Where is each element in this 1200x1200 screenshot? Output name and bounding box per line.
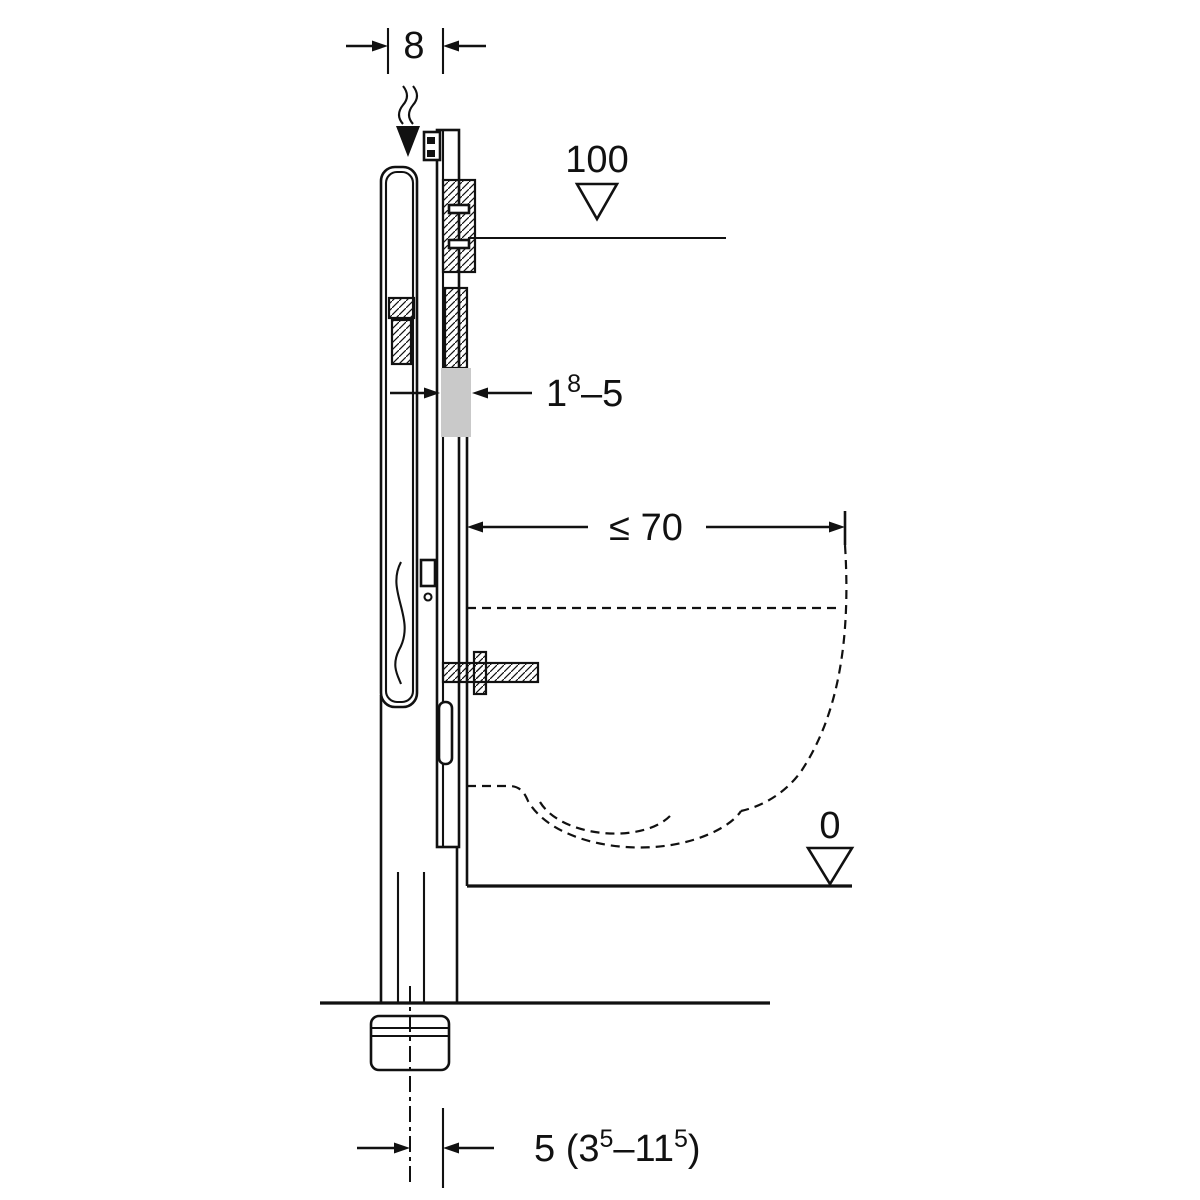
wall-seal xyxy=(441,368,471,437)
level-100-label: 100 xyxy=(565,139,628,181)
frame-foot xyxy=(320,695,770,1186)
dim-depth-label: ≤ 70 xyxy=(609,507,683,549)
level-marker-0: 0 xyxy=(467,805,855,888)
fixation-rod xyxy=(441,650,540,696)
arrowhead-left-icon xyxy=(443,40,459,52)
arrowhead-right-icon xyxy=(394,1142,410,1154)
dim-seal-label: 18–5 xyxy=(546,370,623,415)
level-triangle-icon xyxy=(805,846,855,887)
arrowhead-left-icon xyxy=(472,387,488,399)
arrowhead-right-icon xyxy=(424,387,440,399)
concealed-cistern xyxy=(379,165,419,709)
arrowhead-right-icon xyxy=(829,521,845,533)
dim-depth-70: ≤ 70 xyxy=(467,507,847,549)
flush-hose xyxy=(394,561,406,685)
upper-seal-strip xyxy=(443,286,469,370)
wall-bracket xyxy=(441,178,477,274)
arrowhead-left-icon xyxy=(443,1142,459,1154)
dim-bottom-label: 5 (35–115) xyxy=(534,1125,701,1170)
level-triangle-icon xyxy=(574,182,620,222)
arrowhead-left-icon xyxy=(467,521,483,533)
level-0-label: 0 xyxy=(819,805,840,847)
flush-valve-lower xyxy=(390,318,413,366)
dim-top-label: 8 xyxy=(403,25,424,67)
supply-break-arrow-icon xyxy=(396,85,420,157)
arrowhead-right-icon xyxy=(372,40,388,52)
dim-seal-thickness: 18–5 xyxy=(390,370,623,415)
level-marker-100: 100 xyxy=(468,139,726,240)
dim-top-width: 8 xyxy=(346,25,486,74)
flush-valve xyxy=(387,296,416,320)
dim-bottom-offset: 5 (35–115) xyxy=(357,1108,701,1188)
toilet-outline xyxy=(467,544,848,849)
